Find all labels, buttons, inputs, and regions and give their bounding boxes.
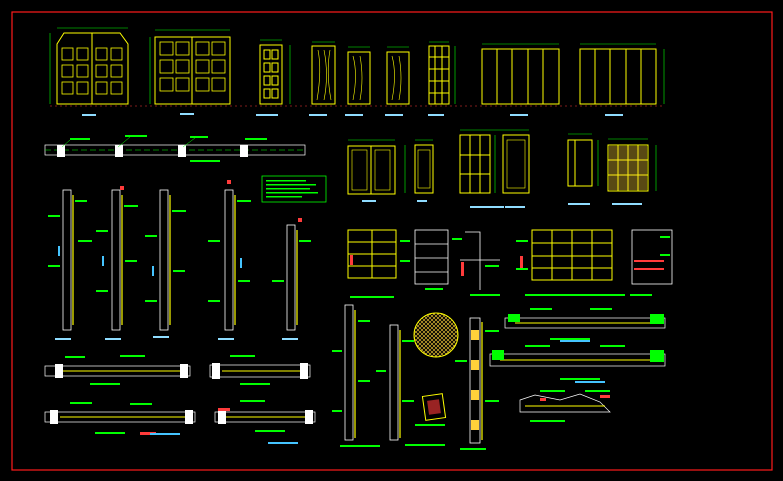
grid-door-infill (609, 146, 647, 190)
narrow-panel-door-elevation (259, 44, 283, 105)
closet-elevations (347, 229, 613, 281)
middle-row-dimensions (348, 129, 657, 193)
profile-sections-right (489, 308, 666, 422)
triple-panel-door-elevation (154, 36, 231, 105)
glazed-grid-door-elevation (428, 45, 450, 105)
wood-grain-door-elevations (311, 45, 410, 105)
vertical-section-details-left (48, 180, 311, 340)
circular-lattice-detail (413, 312, 459, 358)
horizontal-section-strips-bottom (44, 355, 316, 444)
panelled-door-elevation (56, 32, 129, 105)
folding-partition-elevations (481, 48, 657, 105)
top-row-labels (82, 113, 623, 116)
closet-dimensions (350, 236, 670, 298)
closet-accents (350, 255, 664, 276)
door-frame-elevations-middle (347, 134, 649, 195)
closet-shelf-sections (414, 229, 673, 290)
middle-row-labels (362, 200, 642, 208)
horizontal-section-strip-top (44, 135, 306, 162)
sheet-border (11, 11, 773, 471)
top-row-dimensions (49, 27, 665, 107)
door-elevations-row (56, 32, 657, 105)
jamb-vertical-sections (332, 304, 499, 450)
small-panel-detail (415, 393, 447, 426)
notes-box (261, 175, 327, 203)
